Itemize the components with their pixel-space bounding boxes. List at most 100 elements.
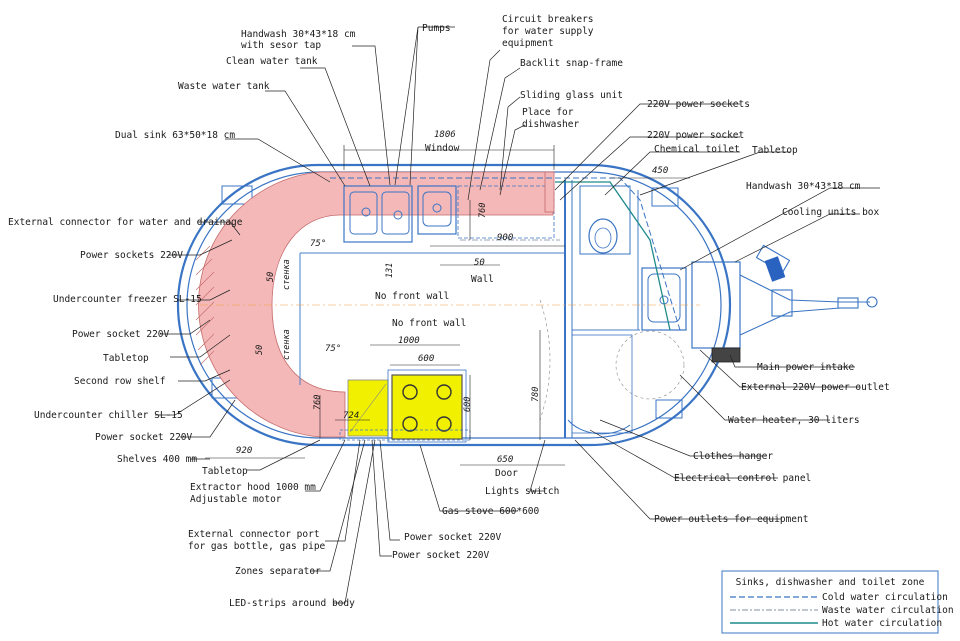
dual-sink (343, 185, 413, 243)
door-arc (539, 299, 551, 421)
label-power-socket-b1: Power socket 220V (404, 532, 502, 543)
label-ext-220v-outlet: External 220V power outlet (741, 382, 890, 393)
label-place-dishwasher-2: dishwasher (522, 119, 579, 130)
dim-760-b: 760 (313, 395, 323, 410)
label-power-socket-left: Power socket 220V (72, 329, 170, 340)
backlit-frame (544, 171, 555, 213)
dim-600-v: 600 (463, 397, 473, 412)
label-no-front-wall-1: No front wall (375, 291, 449, 302)
legend-hot-label: Hot water circulation (822, 618, 942, 629)
chemical-toilet-bowl (588, 218, 618, 254)
label-tabletop-left: Tabletop (103, 353, 149, 364)
dim-920: 920 (236, 446, 252, 456)
label-zones-separator: Zones separator (235, 566, 321, 577)
label-handwash-sensor: Handwash 30*43*18 cm (241, 29, 356, 40)
electrical-cabinet (571, 334, 633, 434)
dim-1000: 1000 (398, 336, 420, 346)
stenka-2: стенка (282, 329, 292, 360)
dim-50-wall: 50 (474, 258, 485, 268)
label-sliding-glass: Sliding glass unit (520, 90, 623, 101)
dim-780: 780 (531, 387, 541, 402)
stove-burners (402, 384, 452, 432)
dim-650: 650 (497, 455, 513, 465)
label-adjustable-motor: Adjustable motor (190, 494, 282, 505)
label-clean-water-tank: Clean water tank (226, 56, 318, 67)
label-electrical-panel: Electrical control panel (674, 473, 811, 484)
label-waste-water-tank: Waste water tank (178, 81, 270, 92)
label-extractor-hood: Extractor hood 1000 mm (190, 482, 316, 493)
chassis-stub-tl (221, 185, 253, 205)
stove-frame (387, 369, 467, 443)
label-second-row-shelf: Second row shelf (74, 376, 166, 387)
dimension-lines (205, 145, 690, 466)
inner-shell (186, 171, 722, 439)
label-dual-sink: Dual sink 63*50*18 cm (115, 130, 235, 141)
outer-shell (176, 163, 732, 447)
stenka-1: стенка (282, 259, 292, 290)
gas-stove (391, 374, 463, 440)
label-cooling-units: Cooling units box (782, 207, 880, 218)
main-power-intake-box (711, 347, 741, 363)
label-tabletop-right: Tabletop (752, 145, 798, 156)
label-no-front-wall-2: No front wall (392, 318, 466, 329)
dim-50-b: 50 (255, 345, 265, 355)
label-clothes-hanger: Clothes hanger (693, 451, 773, 462)
label-door: Door (495, 468, 518, 479)
label-wall: Wall (471, 274, 494, 285)
label-handwash-sensor-2: with sesor tap (241, 40, 321, 51)
label-power-socket-left2: Power socket 220V (95, 432, 193, 443)
label-undercounter-freezer: Undercounter freezer SL-15 (53, 294, 202, 305)
label-circuit-breakers-1: Circuit breakers (502, 14, 594, 25)
label-pumps: Pumps (422, 23, 451, 34)
door-swing-toilet (615, 330, 685, 400)
label-gas-stove: Gas stove 600*600 (442, 506, 540, 517)
label-power-socket-b2: Power socket 220V (392, 550, 490, 561)
label-undercounter-chiller: Undercounter chiller SL-15 (34, 410, 183, 421)
dim-760: 760 (478, 203, 488, 218)
right-handwash (641, 267, 687, 331)
toilet-cabinet (579, 185, 631, 255)
dim-1806: 1806 (434, 130, 456, 140)
label-backlit-frame: Backlit snap-frame (520, 58, 623, 69)
label-ext-connector-gas: External connector port (188, 529, 320, 540)
chassis-stub-tr (651, 187, 679, 207)
label-water-heater: Water heater, 30 liters (728, 415, 860, 426)
dim-75-a: 75° (310, 239, 326, 249)
label-220v-sockets-top: 220V power sockets (647, 99, 750, 110)
dim-600-h: 600 (418, 354, 434, 364)
label-circuit-breakers-2: for water supply (502, 26, 594, 37)
dim-900: 900 (497, 233, 513, 243)
label-window: Window (425, 143, 460, 154)
leader-lines (155, 26, 880, 604)
counter-c-shape (198, 171, 554, 438)
label-place-dishwasher-1: Place for (522, 107, 574, 118)
legend-cold-label: Cold water circulation (822, 592, 948, 603)
legend: Sinks, dishwasher and toilet zone Cold w… (721, 570, 954, 634)
legend-waste-label: Waste water circulation (822, 605, 954, 616)
label-chemical-toilet: Chemical toilet (654, 144, 740, 155)
handwash-sink (417, 185, 457, 235)
label-lights-switch: Lights switch (485, 486, 559, 497)
hot-water-line (555, 181, 671, 331)
dim-75-b: 75° (325, 344, 341, 354)
label-circuit-breakers-3: equipment (502, 38, 553, 49)
jockey-wheel (764, 256, 786, 282)
dim-131: 131 (385, 263, 395, 278)
dim-450: 450 (652, 166, 668, 176)
label-shelves-400: Shelves 400 mm (117, 454, 197, 465)
label-ext-connector-water: External connector for water and drainag… (8, 217, 243, 228)
label-power-sockets-left: Power sockets 220V (80, 250, 183, 261)
legend-title: Sinks, dishwasher and toilet zone (736, 577, 925, 588)
label-ext-connector-gas-2: for gas bottle, gas pipe (188, 541, 326, 552)
label-main-power-intake: Main power intake (757, 362, 855, 373)
tow-hitch (739, 244, 878, 336)
label-handwash-right: Handwash 30*43*18 cm (746, 181, 861, 192)
label-led-strips: LED-strips around body (229, 598, 355, 609)
chassis-stub-br (655, 399, 683, 419)
label-tabletop-bottom: Tabletop (202, 466, 248, 477)
label-220v-socket-top: 220V power socket (647, 130, 744, 141)
dim-724: 724 (343, 411, 359, 421)
dim-50-a: 50 (266, 272, 276, 282)
